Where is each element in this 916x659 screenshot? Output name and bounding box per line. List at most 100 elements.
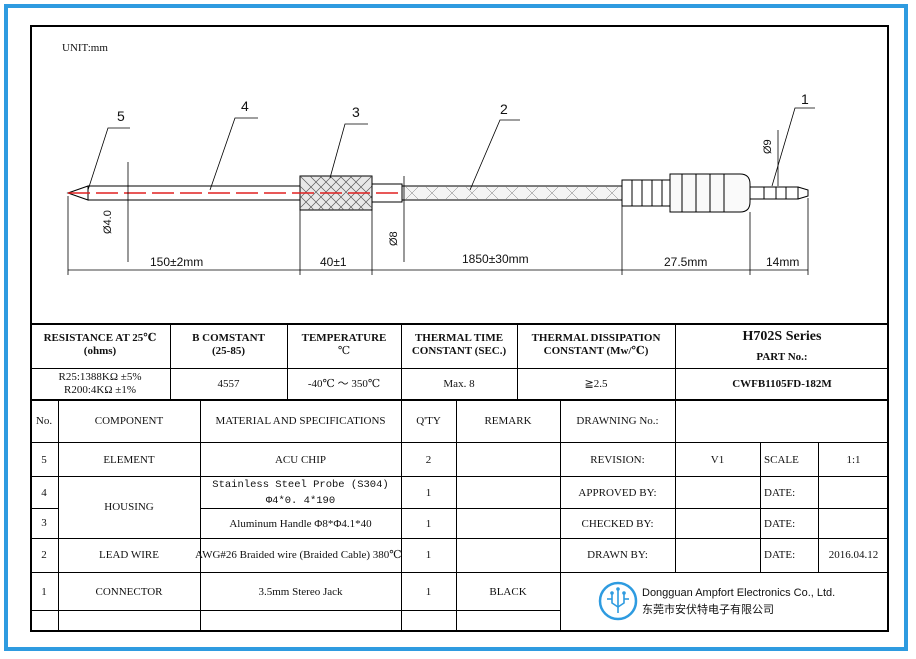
grid-line <box>287 324 288 400</box>
grid-line <box>401 400 402 632</box>
unit-label: UNIT:mm <box>62 42 108 54</box>
bom-row-2-component: LEAD WIRE <box>99 549 159 561</box>
spec-header-line: RESISTANCE AT 25℃ <box>43 332 157 344</box>
bom-row-1-material: 3.5mm Stereo Jack <box>258 586 343 598</box>
checked-date-label: DATE: <box>764 518 796 530</box>
spec-header-temperature: TEMPERATURE ℃ <box>287 332 401 358</box>
scale-value: 1:1 <box>846 454 861 466</box>
b-constant-value: 4557 <box>217 378 240 390</box>
grid-line <box>818 442 819 572</box>
dim-cable-len: 1850±30mm <box>462 252 529 266</box>
bom-row-1-component: CONNECTOR <box>95 586 163 598</box>
scale-label: SCALE <box>764 454 799 466</box>
grid-line <box>30 399 889 401</box>
grid-line <box>30 610 560 611</box>
strain-relief <box>621 179 671 207</box>
bom-row-5-material: ACU CHIP <box>274 454 327 466</box>
grid-line <box>200 508 889 509</box>
revision-value: V1 <box>710 454 725 466</box>
bom-row-3-no: 3 <box>41 517 47 529</box>
spec-header-line: B COMSTANT <box>192 332 265 344</box>
spec-header-line: (25-85) <box>212 345 245 357</box>
grid-line <box>675 324 676 400</box>
drawing-no-label: DRAWNING No.: <box>576 415 659 427</box>
dim-handle-dia: Ø8 <box>388 231 400 246</box>
spec-header-dissipation: THERMAL DISSIPATION CONSTANT (Mw/℃) <box>517 332 675 358</box>
grid-line <box>30 442 889 443</box>
bom-header-remark: REMARK <box>484 415 532 427</box>
dim-plug-len: 27.5mm <box>664 255 708 269</box>
bom-row-2-qty: 1 <box>425 549 432 561</box>
grid-line <box>30 508 58 509</box>
bom-row-4-material-line: Stainless Steel Probe (S304) <box>212 479 389 491</box>
spec-header-line: THERMAL DISSIPATION <box>531 332 661 344</box>
grid-line <box>675 400 676 572</box>
grid-line <box>560 400 561 632</box>
grid-line <box>58 400 59 632</box>
dissipation-value: ≧2.5 <box>584 378 608 390</box>
dim-tip-len: 14mm <box>766 255 800 269</box>
callout-4: 4 <box>241 98 249 114</box>
bom-header-component: COMPONENT <box>94 415 164 427</box>
bom-row-4-no: 4 <box>41 487 47 499</box>
temperature-value: -40℃ ～ 350℃ <box>307 378 381 390</box>
grid-line <box>30 476 889 477</box>
dim-plug-dia: Ø9 <box>762 139 774 154</box>
bom-row-3-qty: 1 <box>425 518 432 530</box>
callout-2: 2 <box>500 101 508 117</box>
series-title: H702S Series <box>742 329 822 344</box>
grid-line <box>170 324 171 400</box>
drawn-by-label: DRAWN BY: <box>587 549 648 561</box>
bom-row-1-qty: 1 <box>425 586 432 598</box>
spec-header-line: CONSTANT (Mw/℃) <box>543 345 649 357</box>
drawing-border <box>30 25 889 632</box>
dim-probe-len: 150±2mm <box>150 255 204 269</box>
spec-header-thermal-time: THERMAL TIME CONSTANT (SEC.) <box>401 332 517 358</box>
company-logo-icon <box>598 581 638 621</box>
bom-header-material: MATERIAL AND SPECIFICATIONS <box>215 415 386 427</box>
outer-frame <box>4 4 908 651</box>
part-no-label: PART No.: <box>756 351 808 363</box>
resistance-value: R25:1388KΩ ±5% <box>58 371 142 383</box>
grid-line <box>517 324 518 400</box>
bom-row-1-no: 1 <box>41 586 47 598</box>
spec-header-line: TEMPERATURE <box>301 332 387 344</box>
grid-line <box>30 538 889 539</box>
grid-line <box>401 324 402 400</box>
probe-drawing <box>66 107 815 275</box>
bom-row-5-qty: 2 <box>425 454 432 466</box>
company-name-en: Dongguan Ampfort Electronics Co., Ltd. <box>642 587 836 599</box>
bom-row-2-no: 2 <box>41 549 47 561</box>
revision-label: REVISION: <box>590 454 645 466</box>
thermal-time-value: Max. 8 <box>443 378 475 390</box>
drawn-date-value: 2016.04.12 <box>828 549 879 561</box>
bom-row-2-material: AWG#26 Braided wire (Braided Cable) 380℃ <box>195 549 402 562</box>
bom-row-3-material: Aluminum Handle Φ8*Φ4.1*40 <box>229 518 372 530</box>
grid-line <box>760 442 761 572</box>
bom-row-1-remark: BLACK <box>489 586 527 598</box>
grid-line <box>456 400 457 632</box>
resistance-value: R200:4KΩ ±1% <box>64 384 136 396</box>
dim-probe-dia: Ø4.0 <box>102 210 114 234</box>
bom-row-2-material-text: AWG#26 Braided wire (Braided Cable) 380℃ <box>195 549 402 561</box>
bom-header-qty: Q'TY <box>416 415 441 427</box>
dim-handle-len: 40±1 <box>320 255 347 269</box>
part-number: CWFB1105FD-182M <box>732 378 832 390</box>
approved-date-label: DATE: <box>764 487 796 499</box>
bom-row-4-material-line: Φ4*0. 4*190 <box>265 495 336 507</box>
spec-header-line: (ohms) <box>83 345 117 357</box>
approved-by-label: APPROVED BY: <box>578 487 657 499</box>
bom-row-4-qty: 1 <box>425 487 432 499</box>
company-name-cn: 东莞市安伏特电子有限公司 <box>642 603 774 616</box>
resistance-values: R25:1388KΩ ±5% R200:4KΩ ±1% <box>30 371 170 397</box>
drawn-date-label: DATE: <box>764 549 796 561</box>
bom-row-5-no: 5 <box>41 454 47 466</box>
callout-1: 1 <box>801 91 809 107</box>
bom-row-5-component: ELEMENT <box>103 454 155 466</box>
grid-line <box>30 368 889 369</box>
grid-line <box>200 400 201 632</box>
spec-header-line: ℃ <box>337 345 351 357</box>
spec-header-resistance: RESISTANCE AT 25℃ (ohms) <box>30 332 170 358</box>
spec-header-line: CONSTANT (SEC.) <box>411 345 507 357</box>
